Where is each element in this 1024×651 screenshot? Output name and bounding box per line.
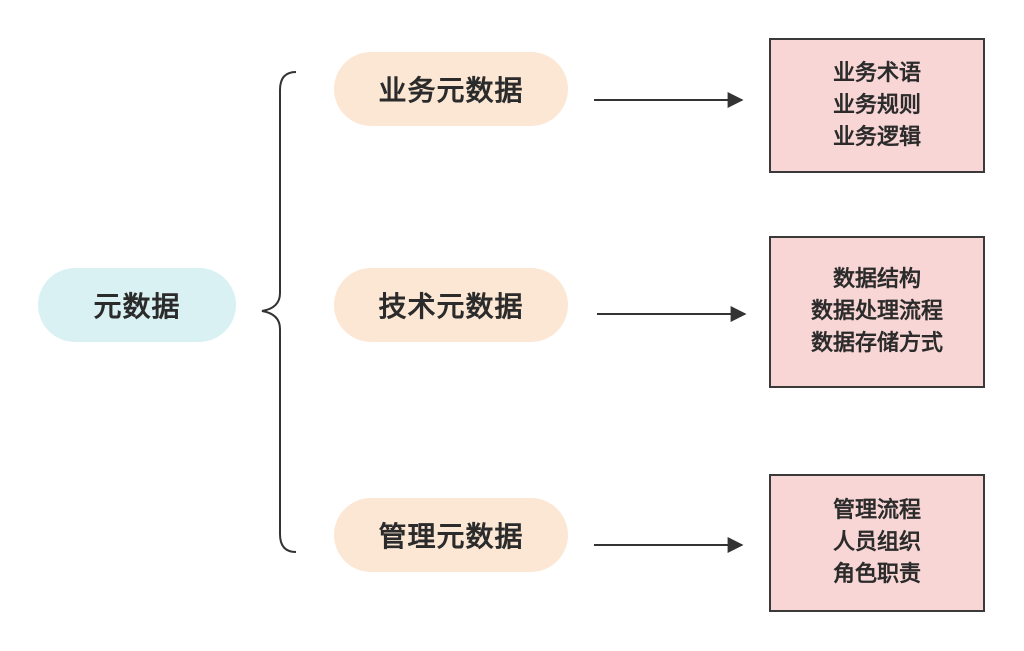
category-node-management-metadata: 管理元数据 — [334, 498, 568, 572]
detail-item: 业务逻辑 — [832, 124, 921, 150]
root-node-label: 元数据 — [93, 290, 181, 323]
detail-item: 人员组织 — [832, 530, 921, 555]
category-node-business-metadata: 业务元数据 — [334, 52, 568, 126]
category-label: 技术元数据 — [378, 290, 524, 323]
detail-box-management: 管理流程 人员组织 角色职责 — [769, 474, 985, 612]
root-node-metadata: 元数据 — [38, 268, 236, 342]
detail-item: 数据结构 — [832, 267, 921, 292]
grouping-brace — [261, 71, 297, 553]
category-node-technical-metadata: 技术元数据 — [334, 268, 568, 342]
detail-item: 业务规则 — [832, 92, 921, 118]
detail-item: 数据处理流程 — [810, 299, 943, 324]
detail-item: 管理流程 — [832, 498, 921, 523]
detail-item: 角色职责 — [832, 562, 921, 587]
category-label: 管理元数据 — [378, 520, 524, 553]
detail-item: 业务术语 — [832, 60, 921, 86]
detail-box-business: 业务术语 业务规则 业务逻辑 — [769, 38, 985, 173]
category-label: 业务元数据 — [378, 74, 524, 107]
detail-item: 数据存储方式 — [810, 331, 943, 356]
detail-box-technical: 数据结构 数据处理流程 数据存储方式 — [769, 236, 985, 388]
